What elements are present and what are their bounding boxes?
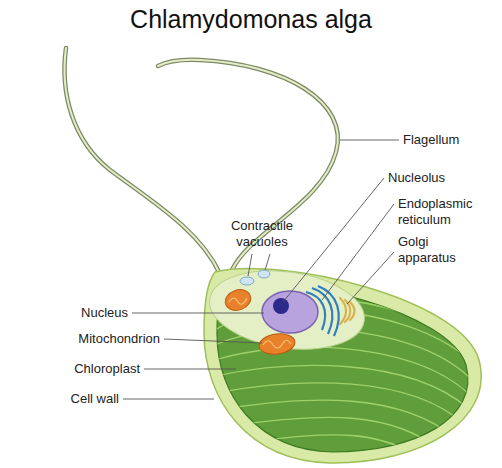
part-label: Chloroplast xyxy=(74,361,140,377)
mitochondrion xyxy=(258,332,296,357)
mitochondrion-cristae xyxy=(229,298,247,304)
flagellum xyxy=(158,60,338,270)
diagram-title: Chlamydomonas alga xyxy=(130,4,372,34)
mitochondrion-cristae xyxy=(263,340,291,348)
contractile-vacuole xyxy=(240,277,254,285)
part-label: Mitochondrion xyxy=(78,331,160,347)
flagellum xyxy=(65,48,220,274)
mitochondrion xyxy=(222,286,253,314)
part-label: Nucleolus xyxy=(388,170,445,186)
nucleus xyxy=(262,291,318,333)
part-label: Contractile vacuoles xyxy=(217,218,307,250)
part-label: Endoplasmic reticulum xyxy=(398,196,493,228)
part-label: Flagellum xyxy=(403,132,459,148)
part-label: Cell wall xyxy=(71,391,119,407)
cytoplasm xyxy=(204,262,369,359)
contractile-vacuole xyxy=(258,270,270,278)
part-label: Nucleus xyxy=(81,305,128,321)
flagellum-core xyxy=(65,48,220,274)
golgi-apparatus xyxy=(340,298,355,324)
flagellum-core xyxy=(158,60,338,270)
nucleolus xyxy=(273,298,289,314)
part-label: Golgi apparatus xyxy=(398,234,478,266)
leader-lines xyxy=(123,140,399,399)
